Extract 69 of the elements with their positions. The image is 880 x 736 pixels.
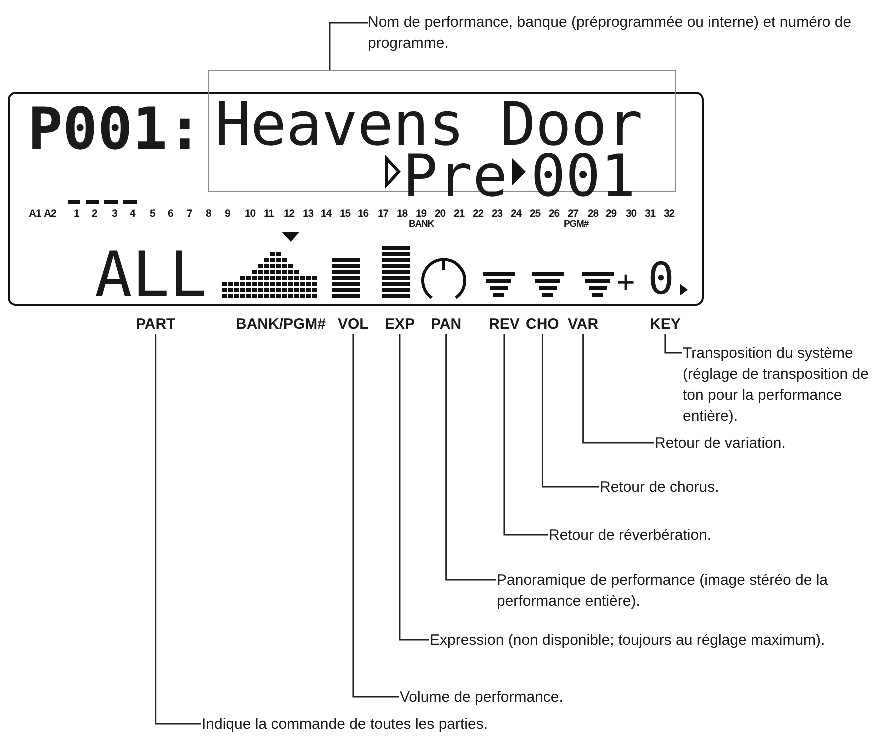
part-number: 4 bbox=[130, 208, 136, 220]
part-number: 29 bbox=[606, 208, 616, 220]
leader-line bbox=[155, 334, 201, 725]
callout-text: Expression (non disponible; toujours au réglage maximum). bbox=[430, 630, 875, 651]
bank-indicator: BANK bbox=[409, 219, 434, 231]
part-number: 17 bbox=[378, 208, 388, 220]
program-number: 001 bbox=[531, 147, 636, 205]
parameter-label: EXP bbox=[385, 316, 416, 334]
part-number: 24 bbox=[511, 208, 522, 220]
callout-text: Retour de chorus. bbox=[600, 477, 860, 498]
part-number: 13 bbox=[303, 208, 314, 220]
part-readout: ALL bbox=[95, 244, 207, 306]
part-number: 14 bbox=[321, 208, 332, 220]
callout-text: Panoramique de performance (image stéréo de la performance entière). bbox=[497, 570, 877, 612]
callout-text: Indique la commande de toutes les parties. bbox=[202, 714, 702, 735]
part-number: 8 bbox=[206, 208, 212, 220]
callout-text: Volume de performance. bbox=[400, 687, 700, 708]
part-number: 12 bbox=[284, 208, 294, 220]
part-number: 32 bbox=[664, 208, 674, 220]
parameter-label: PART bbox=[136, 316, 176, 334]
part-number: 6 bbox=[168, 208, 174, 220]
parameter-label: KEY bbox=[650, 316, 681, 334]
part-number: 10 bbox=[245, 208, 256, 220]
part-number: 25 bbox=[530, 208, 540, 220]
part-number: A2 bbox=[44, 208, 56, 220]
leader-line bbox=[329, 22, 368, 70]
callout-text: Nom de performance, banque (préprogrammée ou interne) et numéro de programme. bbox=[368, 12, 868, 54]
part-number: 31 bbox=[645, 208, 656, 220]
part-number: 18 bbox=[397, 208, 408, 220]
plus-sign: + bbox=[617, 268, 636, 298]
leader-line bbox=[664, 334, 682, 354]
leader-line bbox=[542, 334, 599, 488]
part-number: 26 bbox=[549, 208, 560, 220]
part-number: 27 bbox=[568, 208, 578, 220]
part-number: 16 bbox=[358, 208, 368, 220]
callout-text: Transposition du système (réglage de transposition de ton pour la performance entière). bbox=[683, 343, 873, 427]
part-number: A1 bbox=[29, 208, 42, 220]
callout-text: Retour de variation. bbox=[655, 433, 875, 454]
leader-line bbox=[352, 334, 399, 698]
leader-line bbox=[504, 334, 548, 536]
part-number: 1 bbox=[74, 208, 80, 220]
part-number: 22 bbox=[473, 208, 484, 220]
part-number: 30 bbox=[626, 208, 636, 220]
parameter-label: VAR bbox=[568, 316, 599, 334]
parameter-label: REV bbox=[489, 316, 520, 334]
part-number: 5 bbox=[150, 208, 156, 220]
part-number: 2 bbox=[92, 208, 98, 220]
program-number: P001: bbox=[28, 100, 203, 158]
part-number: 20 bbox=[435, 208, 446, 220]
part-number: 15 bbox=[340, 208, 350, 220]
part-number: 23 bbox=[492, 208, 502, 220]
parameter-label: BANK/PGM# bbox=[236, 316, 326, 334]
leader-line bbox=[399, 334, 429, 641]
parameter-label: CHO bbox=[526, 316, 560, 334]
bank-name: Pre bbox=[403, 147, 508, 205]
parameter-label: VOL bbox=[338, 316, 369, 334]
part-number: 28 bbox=[588, 208, 598, 220]
leader-line bbox=[446, 334, 496, 581]
part-number: 11 bbox=[264, 208, 274, 220]
part-number: 19 bbox=[416, 208, 426, 220]
leader-line bbox=[582, 334, 654, 444]
part-number: 9 bbox=[225, 208, 230, 220]
parameter-label: PAN bbox=[431, 316, 462, 334]
key-value: 0 bbox=[648, 258, 674, 302]
callout-text: Retour de réverbération. bbox=[549, 525, 849, 546]
part-number: 3 bbox=[112, 208, 118, 220]
part-number: 7 bbox=[187, 208, 192, 220]
program-indicator: PGM# bbox=[564, 219, 589, 231]
part-number: 21 bbox=[454, 208, 464, 220]
